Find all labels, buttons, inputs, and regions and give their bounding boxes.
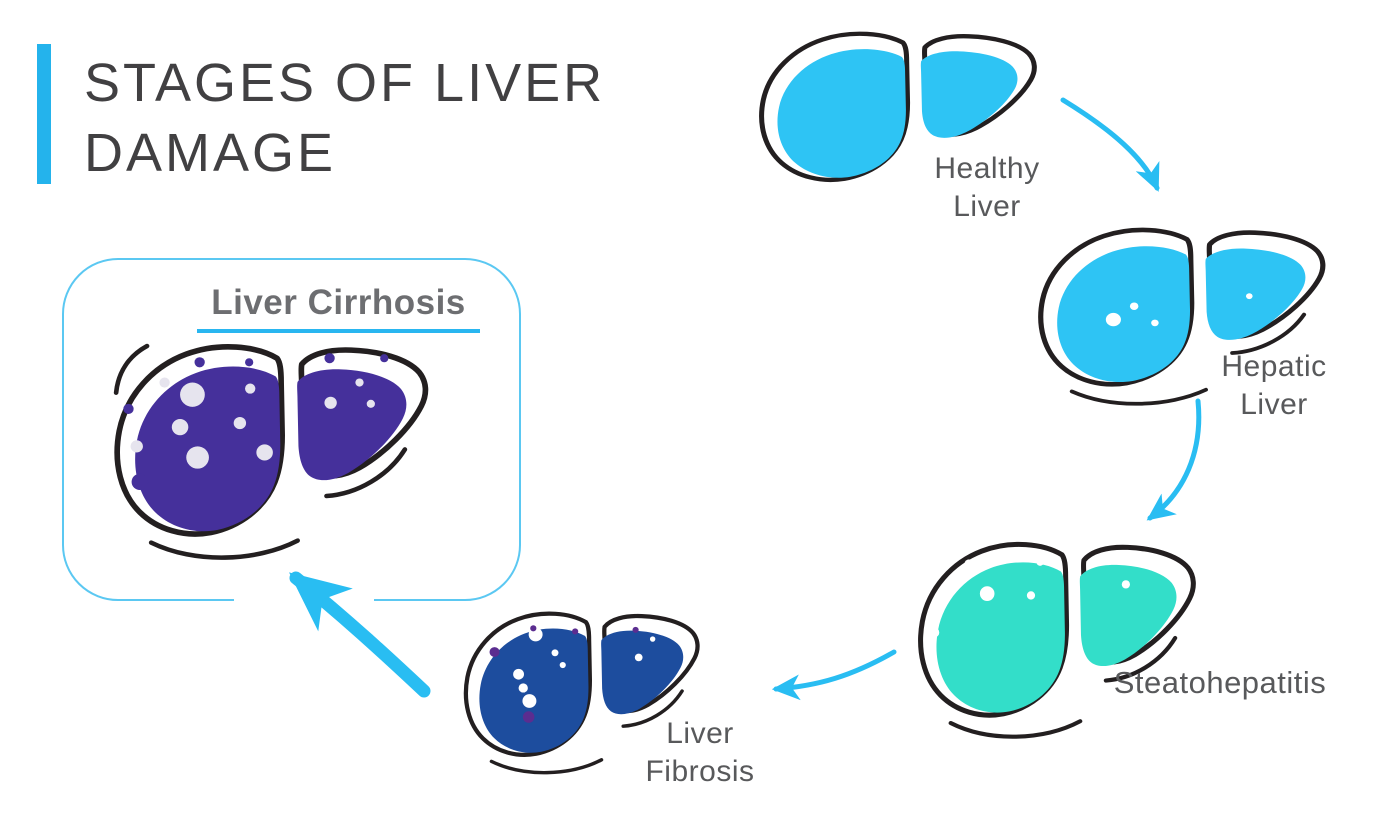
steatohepatitis-illustration — [916, 540, 1208, 748]
cirrhosis-nodule-spots — [130, 377, 375, 469]
cirrhosis-box-gap — [234, 586, 374, 606]
healthy-liver-label: Healthy Liver — [934, 152, 1040, 223]
steatohepatitis-spots — [929, 555, 1148, 638]
cirrhosis-title: Liver Cirrhosis — [211, 283, 466, 322]
page-title: STAGES OF LIVER DAMAGE — [84, 48, 724, 188]
title-accent-bar — [37, 44, 51, 184]
cirrhosis-liver-illustration — [112, 342, 442, 570]
fibrosis-purple-spots — [489, 625, 639, 723]
cirrhosis-title-underline — [197, 329, 480, 333]
page-title-line2: DAMAGE — [84, 123, 337, 183]
hepatic-liver-label: Hepatic Liver — [1221, 350, 1327, 421]
fibrosis-liver-label: Liver Fibrosis — [645, 717, 755, 788]
steatohepatitis-label: Steatohepatitis — [1113, 665, 1327, 700]
page-title-line1: STAGES OF LIVER — [84, 53, 606, 113]
hepatic-liver-illustration — [1036, 226, 1338, 414]
fibrosis-white-spots — [513, 627, 656, 708]
fibrosis-liver-illustration — [462, 610, 710, 775]
arrow-steatohepatitis-to-fibrosis — [771, 649, 897, 701]
hepatic-fat-spots — [1105, 293, 1253, 327]
cirrhosis-edge-bumps — [123, 353, 389, 490]
